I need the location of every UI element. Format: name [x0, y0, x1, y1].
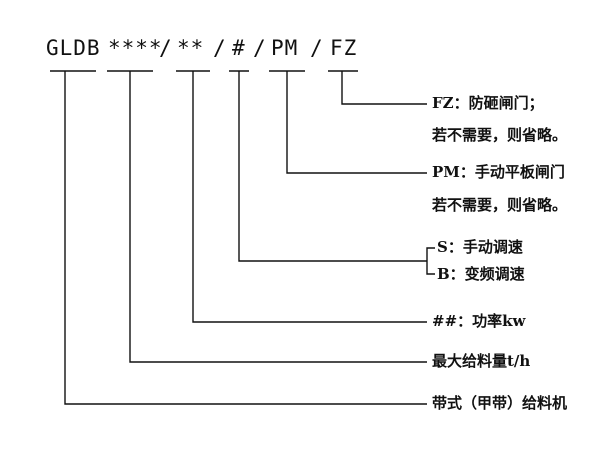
speed-vfd: B：变频调速 [437, 265, 525, 283]
code-separator-4: / [310, 36, 324, 60]
code-anti-gate: FZ [330, 36, 358, 60]
type-connector [64, 71, 427, 405]
pm-connector [286, 71, 427, 174]
code-prefix: GLDB [46, 36, 101, 60]
code-power: ** [177, 36, 205, 60]
capacity-connector [129, 71, 427, 363]
fz-connector [341, 71, 427, 105]
code-speed: # [232, 36, 246, 60]
fz-description: FZ：防砸闸门； [432, 94, 544, 112]
speed-connector [238, 71, 427, 262]
power-description: ##：功率kw [432, 312, 526, 330]
code-separator-2: / [213, 36, 227, 60]
capacity-description: 最大给料量t/h [432, 352, 531, 370]
code-capacity: **** [108, 36, 163, 60]
pm-note: 若不需要，则省略。 [432, 196, 568, 214]
code-plate-gate: PM [271, 36, 299, 60]
speed-bracket [426, 247, 435, 275]
type-description: 带式（甲带）给料机 [432, 394, 568, 412]
code-separator-1: / [159, 36, 173, 60]
speed-manual: S：手动调速 [437, 238, 523, 256]
power-connector [192, 71, 427, 323]
pm-description: PM：手动平板闸门 [432, 163, 565, 181]
code-separator-3: / [253, 36, 267, 60]
fz-note: 若不需要，则省略。 [432, 126, 568, 144]
